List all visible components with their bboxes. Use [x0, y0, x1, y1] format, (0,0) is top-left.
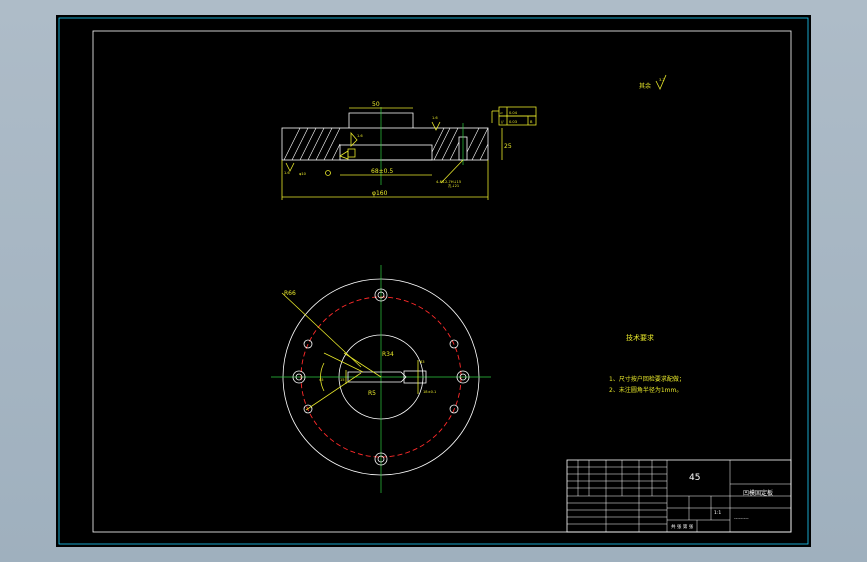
title-block: 45 凹模固定板 --------- 1:1 共 张 第 张: [566, 459, 792, 533]
dim-r34-line: [343, 352, 382, 378]
sheet-text: 共 张 第 张: [671, 523, 694, 530]
label-r5: R5: [368, 390, 376, 397]
part-name-text: 凹模固定板: [743, 489, 773, 497]
pin-hole-4: [449, 404, 459, 414]
pocket-step: [339, 144, 433, 161]
dim-overall-text: φ160: [372, 190, 388, 197]
fcf-tolerance-value: 0.03: [509, 120, 517, 124]
datum-mark-icon: [325, 170, 331, 176]
outer-border: [58, 17, 809, 545]
pin-hole-1: [303, 339, 313, 349]
drawing-sheet: 50 25 68±0.5 φ160 φ10 1.6 4-M12-7H↓15 孔↓…: [56, 15, 811, 547]
drawing-canvas: 50 25 68±0.5 φ160 φ10 1.6 4-M12-7H↓15 孔↓…: [58, 17, 809, 545]
roughness-top-text: 1.6: [432, 116, 438, 120]
label-r34: R34: [382, 351, 394, 358]
label-45: 45: [319, 378, 324, 382]
material-text: 45: [689, 473, 700, 483]
tech-note-1: 1、尺寸按户回检要求配做；: [609, 375, 685, 383]
section-outline: [281, 127, 489, 161]
hole-left: [292, 370, 306, 384]
dim-top-text: 50: [372, 101, 380, 108]
thread-leader: [440, 159, 464, 184]
label-18: 18±0.1: [423, 390, 436, 394]
datum-inner-text: 1.6: [357, 134, 363, 138]
leader-slot: [323, 352, 364, 373]
roughness-note-value: 3.2: [659, 78, 665, 82]
roughness-top-icon: [431, 121, 441, 131]
roughness-note-icon: [655, 74, 667, 90]
tech-notes-title: 技术要求: [626, 333, 654, 342]
bolt-holes: [292, 288, 470, 466]
section-view: 50 25 68±0.5 φ160 φ10 1.6 4-M12-7H↓15 孔↓…: [281, 101, 537, 200]
dim-small-left-text: 1.6: [284, 171, 290, 175]
label-r66: R66: [284, 290, 296, 297]
pin-hole-2: [449, 339, 459, 349]
fcf-tolerance-symbol: //: [501, 120, 504, 124]
drawing-no-text: ---------: [734, 517, 749, 522]
datum-b-box: [347, 148, 356, 158]
tech-notes: 技术要求 1、尺寸按户回检要求配做； 2、未注圆角半径为1mm。: [609, 333, 685, 394]
hole-top: [374, 288, 388, 302]
dim-inner-text: 68±0.5: [371, 168, 393, 175]
thread-sub: 孔↓21: [448, 183, 459, 188]
plan-view: R66 R34 R5 45 15 63 18±0.1: [271, 265, 491, 493]
inner-frame: [92, 30, 792, 533]
section-hatch: [283, 127, 489, 161]
roughness-left-icon: [285, 162, 295, 172]
leader-pin: [305, 372, 362, 411]
label-t15: 15: [340, 378, 345, 382]
pin-hole-3: [303, 404, 313, 414]
arc-45: [320, 362, 325, 392]
leader-r66: [281, 292, 362, 368]
fcf-top-value: 0.04: [509, 111, 518, 115]
roughness-note-label: 其余: [639, 82, 651, 90]
tech-note-2: 2、未注圆角半径为1mm。: [609, 386, 682, 394]
label-63: 63: [420, 360, 425, 364]
dim-hole-text: φ10: [299, 172, 307, 176]
fcf-bottom-box: [498, 115, 537, 126]
fcf-top-box: [498, 106, 537, 117]
dim-depth-text: 25: [504, 143, 512, 150]
datum-triangle-icon: [350, 131, 358, 147]
roughness-note: 其余 3.2: [639, 74, 667, 90]
hole-bottom: [374, 452, 388, 466]
slot-end: [403, 370, 427, 384]
fcf-datum-ref: B: [530, 120, 533, 124]
fcf-top-symbol: ⏥: [500, 111, 503, 115]
punch-slot: [347, 371, 407, 383]
thread-note: 4-M12-7H↓15: [436, 180, 461, 184]
scale-text: 1:1: [714, 510, 721, 516]
hole-right: [456, 370, 470, 384]
datum-b-icon: [339, 150, 349, 160]
